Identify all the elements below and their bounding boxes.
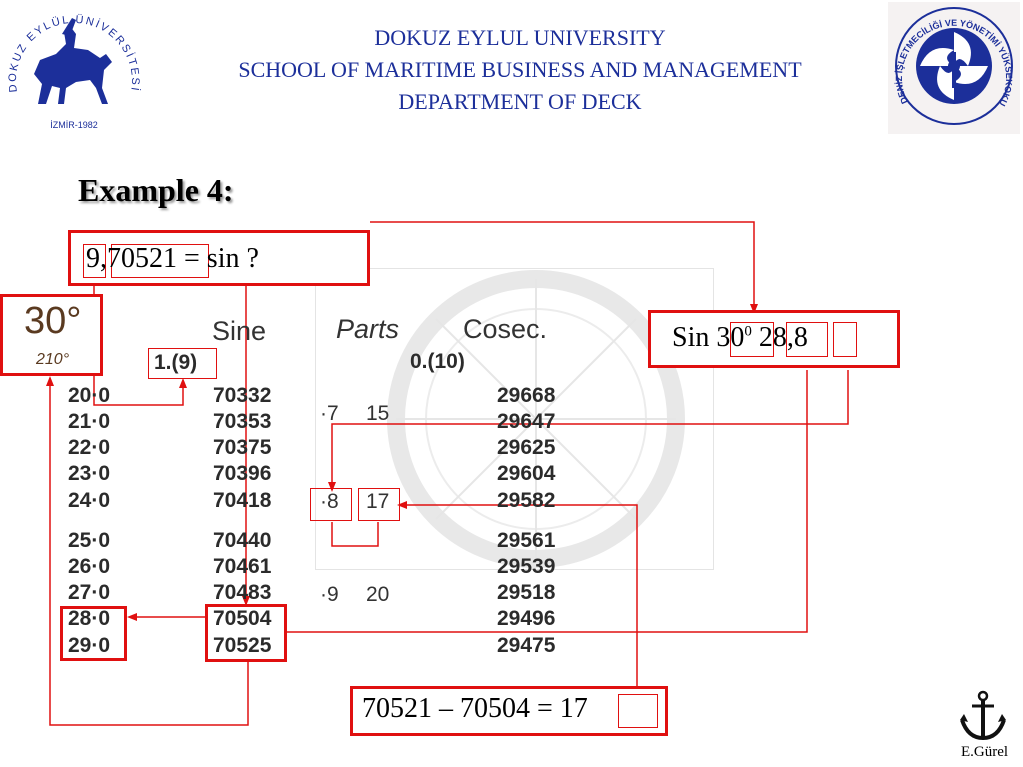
background-compass (315, 268, 714, 570)
row-minutes: 29·0 (68, 634, 111, 657)
row-cosec: 29561 (497, 529, 556, 552)
answer-decimal-box (833, 322, 857, 357)
row-cosec: 29496 (497, 607, 556, 630)
question-box (68, 230, 370, 286)
header-sine: Sine (212, 316, 267, 346)
header-parts: Parts (336, 314, 400, 344)
question-expression: 9,70521 = sin ? (86, 243, 259, 275)
question-int: 9 (86, 243, 100, 274)
header-line-3: DEPARTMENT OF DECK (398, 89, 642, 114)
mantissa-box (111, 244, 209, 278)
author-label: E.Gürel (961, 744, 1009, 760)
answer-degrees: 30 (716, 322, 745, 353)
answer-box (648, 310, 900, 368)
answer-minute-box (786, 322, 828, 357)
row-minutes: 23·0 (68, 462, 111, 485)
row-sine: 70440 (213, 529, 272, 552)
parts-fraction: ·9 (320, 583, 339, 606)
question-comma: , (100, 243, 107, 274)
parts-17-highlight (358, 488, 400, 521)
sine-characteristic-box (148, 348, 217, 379)
row-sine: 70332 (213, 384, 272, 407)
row-cosec: 29647 (497, 410, 556, 433)
answer-minutes: 28 (758, 322, 787, 353)
parts-fraction: ·8 (320, 490, 339, 513)
parts-fraction: ·7 (320, 402, 339, 425)
row-sine: 70461 (213, 555, 272, 578)
row-minutes: 28·0 (68, 607, 111, 630)
parts-8-highlight (310, 488, 352, 521)
row-minutes: 26·0 (68, 555, 111, 578)
answer-degree-sup: 0 (744, 323, 752, 340)
anchor-icon (958, 690, 1008, 742)
row-cosec: 29668 (497, 384, 556, 407)
angle-box (0, 294, 103, 376)
logo-year: İZMİR-1982 (50, 120, 98, 130)
row-minutes: 20·0 (68, 384, 111, 407)
parts-value: 15 (366, 402, 390, 425)
answer-decimal: 8 (793, 322, 808, 353)
parts-value: 17 (366, 490, 390, 513)
header-cosec: Cosec. (463, 314, 548, 344)
row-minutes: 27·0 (68, 581, 111, 604)
parts-value: 20 (366, 583, 390, 606)
row-sine: 70353 (213, 410, 272, 433)
row-cosec: 29582 (497, 489, 556, 512)
angle-sub: 210° (36, 351, 70, 368)
row-sine: 70504 (213, 607, 272, 630)
difference-result-box (618, 694, 658, 728)
answer-prefix: Sin (672, 322, 717, 353)
row-sine: 70525 (213, 634, 272, 657)
row-minutes: 21·0 (68, 410, 111, 433)
row-minutes-highlight (60, 606, 127, 661)
row-minutes: 22·0 (68, 436, 111, 459)
row-sine: 70396 (213, 462, 272, 485)
angle-degrees: 30° (24, 300, 82, 342)
question-rest: = sin ? (177, 243, 259, 274)
row-cosec: 29539 (497, 555, 556, 578)
difference-box (350, 686, 668, 736)
row-minutes: 25·0 (68, 529, 111, 552)
row-cosec: 29518 (497, 581, 556, 604)
row-sine: 70483 (213, 581, 272, 604)
row-cosec: 29475 (497, 634, 556, 657)
answer-degree-box (730, 322, 774, 357)
header-line-1: DOKUZ EYLUL UNIVERSITY (374, 25, 666, 50)
school-logo: DENİZ İŞLETMECİLİĞİ VE YÖNETİMİ YÜKSEKOK… (885, 0, 1020, 134)
row-sine: 70375 (213, 436, 272, 459)
question-mantissa: 70521 (107, 243, 177, 274)
row-sine-highlight (205, 604, 287, 662)
answer-expression: Sin 300 28,8 (672, 322, 808, 354)
row-cosec: 29625 (497, 436, 556, 459)
sine-characteristic: 1.(9) (154, 351, 198, 374)
header-line-2: SCHOOL OF MARITIME BUSINESS AND MANAGEME… (238, 57, 802, 82)
slide-title: Example 4: (78, 172, 234, 208)
answer-comma: , (786, 322, 794, 353)
row-minutes: 24·0 (68, 489, 111, 512)
row-cosec: 29604 (497, 462, 556, 485)
university-logo: DOKUZ EYLÜL ÜNİVERSİTESİ İZMİR-1982 (4, 4, 144, 134)
cosec-characteristic: 0.(10) (410, 350, 465, 373)
difference-expression: 70521 – 70504 = 17 (362, 693, 588, 725)
difference-text: 70521 – 70504 = (362, 693, 560, 724)
difference-result: 17 (559, 693, 588, 724)
characteristic-box (83, 244, 106, 278)
row-sine: 70418 (213, 489, 272, 512)
